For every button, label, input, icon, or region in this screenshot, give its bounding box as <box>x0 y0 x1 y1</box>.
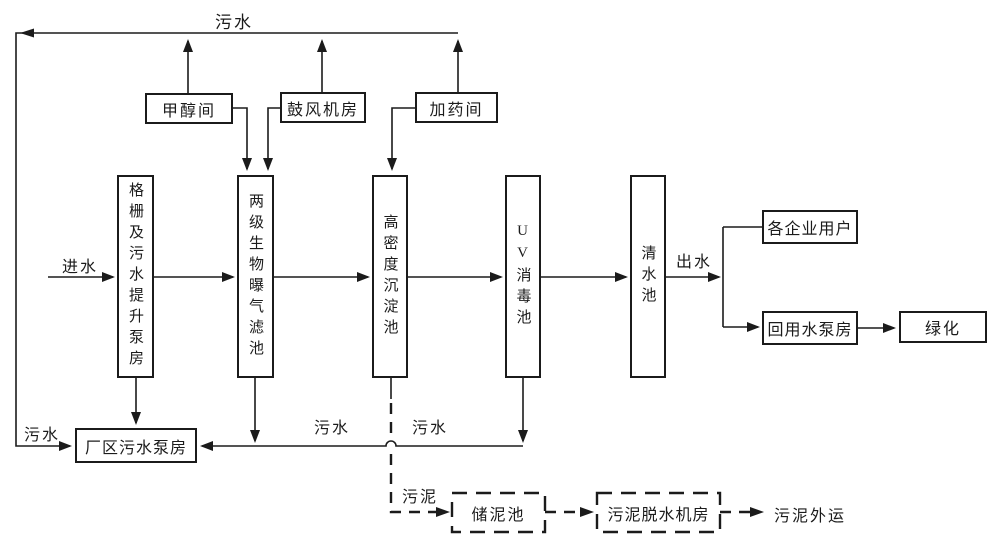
edge-sewage-collect <box>200 440 523 451</box>
node-label: 各企业用户 <box>767 221 853 238</box>
node-blower-room: 鼓风机房 <box>280 92 366 123</box>
node-label: 回用水泵房 <box>767 322 853 339</box>
label-sewage-mid-right: 污水 <box>412 420 449 437</box>
node-two-stage-biofilter: 两级生物曝气滤池 <box>237 175 274 378</box>
label-sewage-left: 污水 <box>24 427 61 444</box>
dashed-sludge-connectors <box>389 403 750 534</box>
label-inflow: 进水 <box>62 259 99 276</box>
node-label: 加药间 <box>429 101 484 119</box>
sludge-arrowheads <box>436 507 764 517</box>
label-outflow: 出水 <box>676 254 713 271</box>
label-sewage-top: 污水 <box>215 13 253 32</box>
node-high-density-sedimentation: 高密度沉淀池 <box>372 175 408 378</box>
node-label: 两级生物曝气滤池 <box>247 192 263 361</box>
arrowhead-into-sludgetank <box>436 507 450 517</box>
node-screen-lift-pump: 格栅及污水提升泵房 <box>117 175 154 378</box>
node-label: 厂区污水泵房 <box>84 439 187 457</box>
node-label: 绿化 <box>924 321 961 338</box>
node-label: 储泥池 <box>471 506 526 524</box>
edge-dosing-to-sedimentation <box>387 107 415 171</box>
node-label: 污泥脱水机房 <box>607 506 710 524</box>
node-methanol-room: 甲醇间 <box>145 93 233 124</box>
node-enterprise-users: 各企业用户 <box>762 210 858 244</box>
node-label: 格栅及污水提升泵房 <box>127 182 143 371</box>
label-sludge: 污泥 <box>402 489 439 506</box>
node-label: UV消毒池 <box>514 223 531 330</box>
edge-topline-return <box>15 32 458 451</box>
node-label: 鼓风机房 <box>286 101 359 119</box>
label-sludge-out: 污泥外运 <box>774 508 847 525</box>
node-sludge-storage-outline <box>450 491 547 534</box>
node-plant-sewage-pump: 厂区污水泵房 <box>75 428 197 463</box>
edge-sludge-down-lower <box>389 454 436 514</box>
arrowhead-into-dewater <box>580 507 594 517</box>
edge-methanol-to-biofilter <box>233 107 252 171</box>
edge-blower-to-biofilter <box>263 107 280 171</box>
arrowhead-topline-left <box>20 28 34 38</box>
node-sludge-storage-tank: 储泥池 <box>452 493 545 532</box>
arrowhead-into-sludgeout <box>750 507 764 517</box>
label-sewage-mid-left: 污水 <box>314 420 351 437</box>
node-label: 高密度沉淀池 <box>381 213 398 340</box>
node-sludge-dewatering-room: 污泥脱水机房 <box>597 493 720 532</box>
solid-connectors <box>15 28 896 451</box>
node-label: 清水池 <box>639 245 656 308</box>
node-clear-water-tank: 清水池 <box>630 175 666 378</box>
node-dosing-room: 加药间 <box>415 92 498 123</box>
node-dewatering-outline <box>595 491 722 534</box>
node-reuse-water-pump: 回用水泵房 <box>762 311 858 345</box>
node-greening: 绿化 <box>899 311 987 343</box>
node-uv-disinfection: UV消毒池 <box>505 175 541 378</box>
node-label: 甲醇间 <box>161 102 216 120</box>
